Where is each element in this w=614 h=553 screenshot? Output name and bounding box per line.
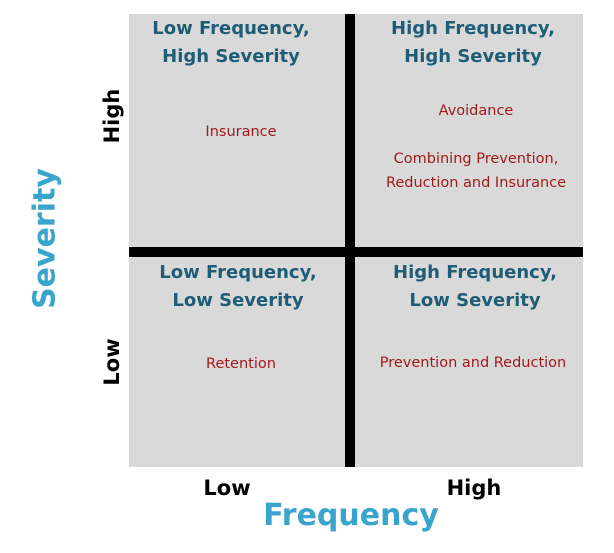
strategy-item: Insurance xyxy=(205,124,277,140)
quadrant-title-line: Low Frequency, xyxy=(152,18,310,39)
strategy-item: Retention xyxy=(206,356,276,372)
quadrant-title-line: High Frequency, xyxy=(391,18,555,39)
quadrant-top-right-strategies: Avoidance Combining Prevention, Reductio… xyxy=(368,99,584,195)
strategy-item: Avoidance xyxy=(438,103,514,119)
x-tick-high: High xyxy=(446,476,502,500)
quadrant-bottom-left-title: Low Frequency, Low Severity xyxy=(138,259,338,315)
quadrant-title-line: High Severity xyxy=(162,46,300,67)
strategy-item: Reduction and Insurance xyxy=(385,175,567,191)
quadrant-title-line: High Frequency, xyxy=(393,262,557,283)
vertical-divider xyxy=(345,14,355,467)
y-axis-title: Severity xyxy=(27,168,63,309)
strategy-item: Prevention and Reduction xyxy=(379,355,567,371)
quadrant-title-line: Low Severity xyxy=(172,290,304,311)
risk-matrix-background xyxy=(129,14,583,467)
quadrant-bottom-left-strategies: Retention xyxy=(133,352,349,376)
strategy-item: Combining Prevention, xyxy=(393,151,559,167)
x-tick-low: Low xyxy=(203,476,251,500)
quadrant-title-line: High Severity xyxy=(404,46,542,67)
horizontal-divider xyxy=(129,247,583,257)
quadrant-bottom-right-strategies: Prevention and Reduction xyxy=(365,351,581,375)
quadrant-title-line: Low Severity xyxy=(409,290,541,311)
y-tick-high: High xyxy=(100,88,124,144)
x-axis-title: Frequency xyxy=(263,498,439,533)
quadrant-title-line: Low Frequency, xyxy=(159,262,317,283)
quadrant-top-right-title: High Frequency, High Severity xyxy=(373,15,573,71)
quadrant-bottom-right-title: High Frequency, Low Severity xyxy=(375,259,575,315)
quadrant-top-left-title: Low Frequency, High Severity xyxy=(131,15,331,71)
quadrant-top-left-strategies: Insurance xyxy=(133,120,349,144)
y-tick-low: Low xyxy=(100,338,124,386)
